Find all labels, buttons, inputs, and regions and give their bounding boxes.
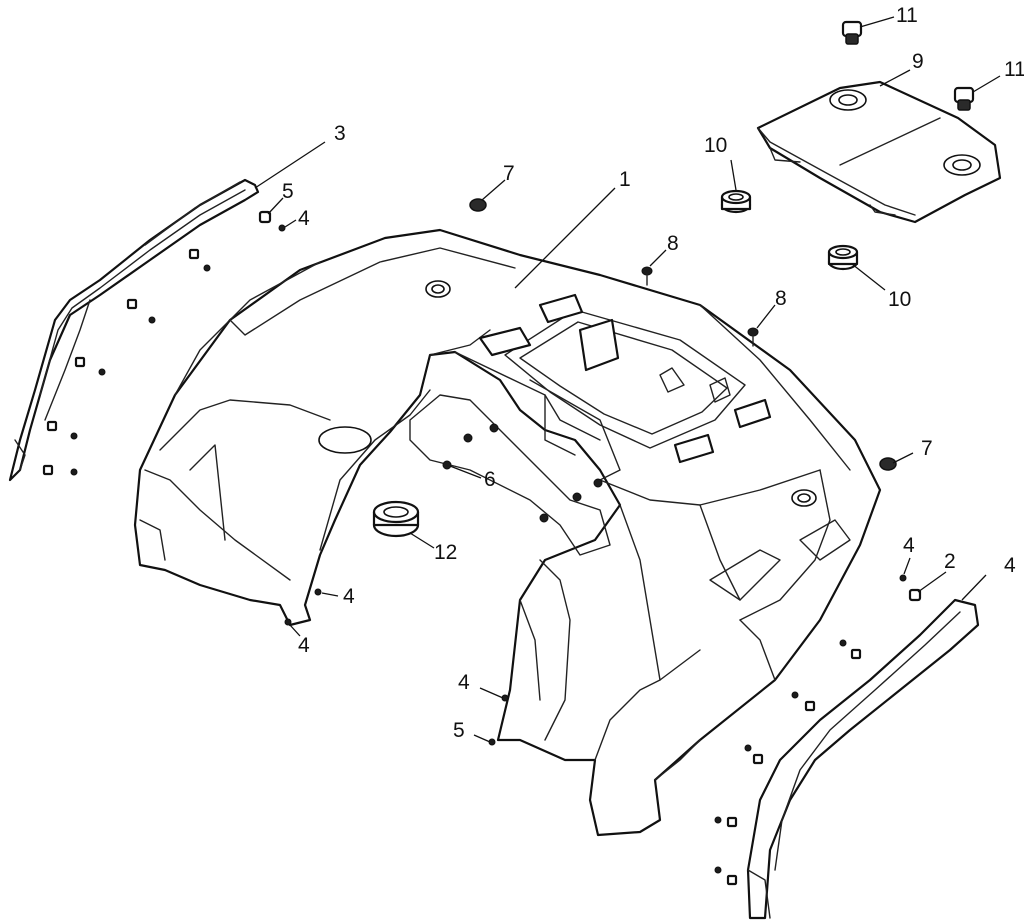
part-11-clip xyxy=(953,86,975,111)
part-11-clip xyxy=(841,20,863,45)
part-7-nut xyxy=(469,198,487,212)
leader-lines xyxy=(254,16,1001,743)
callout-9: 9 xyxy=(912,50,924,73)
callout-10: 10 xyxy=(888,288,911,311)
callout-8: 8 xyxy=(667,232,679,255)
callout-11: 11 xyxy=(1004,58,1024,81)
callout-5: 2 xyxy=(944,550,956,573)
part-10-grommet xyxy=(720,189,752,214)
callout-6: 6 xyxy=(484,468,496,491)
part-7-nut xyxy=(879,457,897,471)
callout-2: 4 xyxy=(1004,554,1016,577)
callout-4: 4 xyxy=(298,207,310,230)
part-5-clip xyxy=(258,210,922,602)
callout-7: 7 xyxy=(921,437,933,460)
callout-11: 11 xyxy=(896,4,918,27)
callout-4: 4 xyxy=(458,671,470,694)
callout-1: 1 xyxy=(619,168,631,191)
callout-8: 8 xyxy=(775,287,787,310)
callout-5: 5 xyxy=(282,180,294,203)
trim-clips-right xyxy=(714,639,862,886)
callout-7: 7 xyxy=(503,162,515,185)
callout-4: 4 xyxy=(298,634,310,657)
callout-4: 4 xyxy=(903,534,915,557)
callout-labels: 3 5 4 7 1 10 11 9 11 8 10 8 7 6 12 4 4 4… xyxy=(282,4,1024,742)
part-9-cover-lid xyxy=(756,80,1002,224)
callout-4: 5 xyxy=(453,719,465,742)
callout-10: 10 xyxy=(704,134,727,157)
callout-3: 3 xyxy=(334,122,346,145)
part-3-left-trim xyxy=(8,178,260,482)
part-6-bolt-cluster xyxy=(442,423,603,523)
callout-4: 4 xyxy=(343,585,355,608)
part-10-grommet xyxy=(827,244,859,271)
part-1-rear-fender-body xyxy=(133,228,882,837)
part-8-bolt xyxy=(747,327,759,347)
callout-12: 12 xyxy=(434,541,457,564)
part-2-right-trim xyxy=(746,598,980,920)
part-8-bolt xyxy=(641,266,653,286)
trim-clips-left xyxy=(42,248,211,476)
part-12-grommet xyxy=(372,500,420,538)
